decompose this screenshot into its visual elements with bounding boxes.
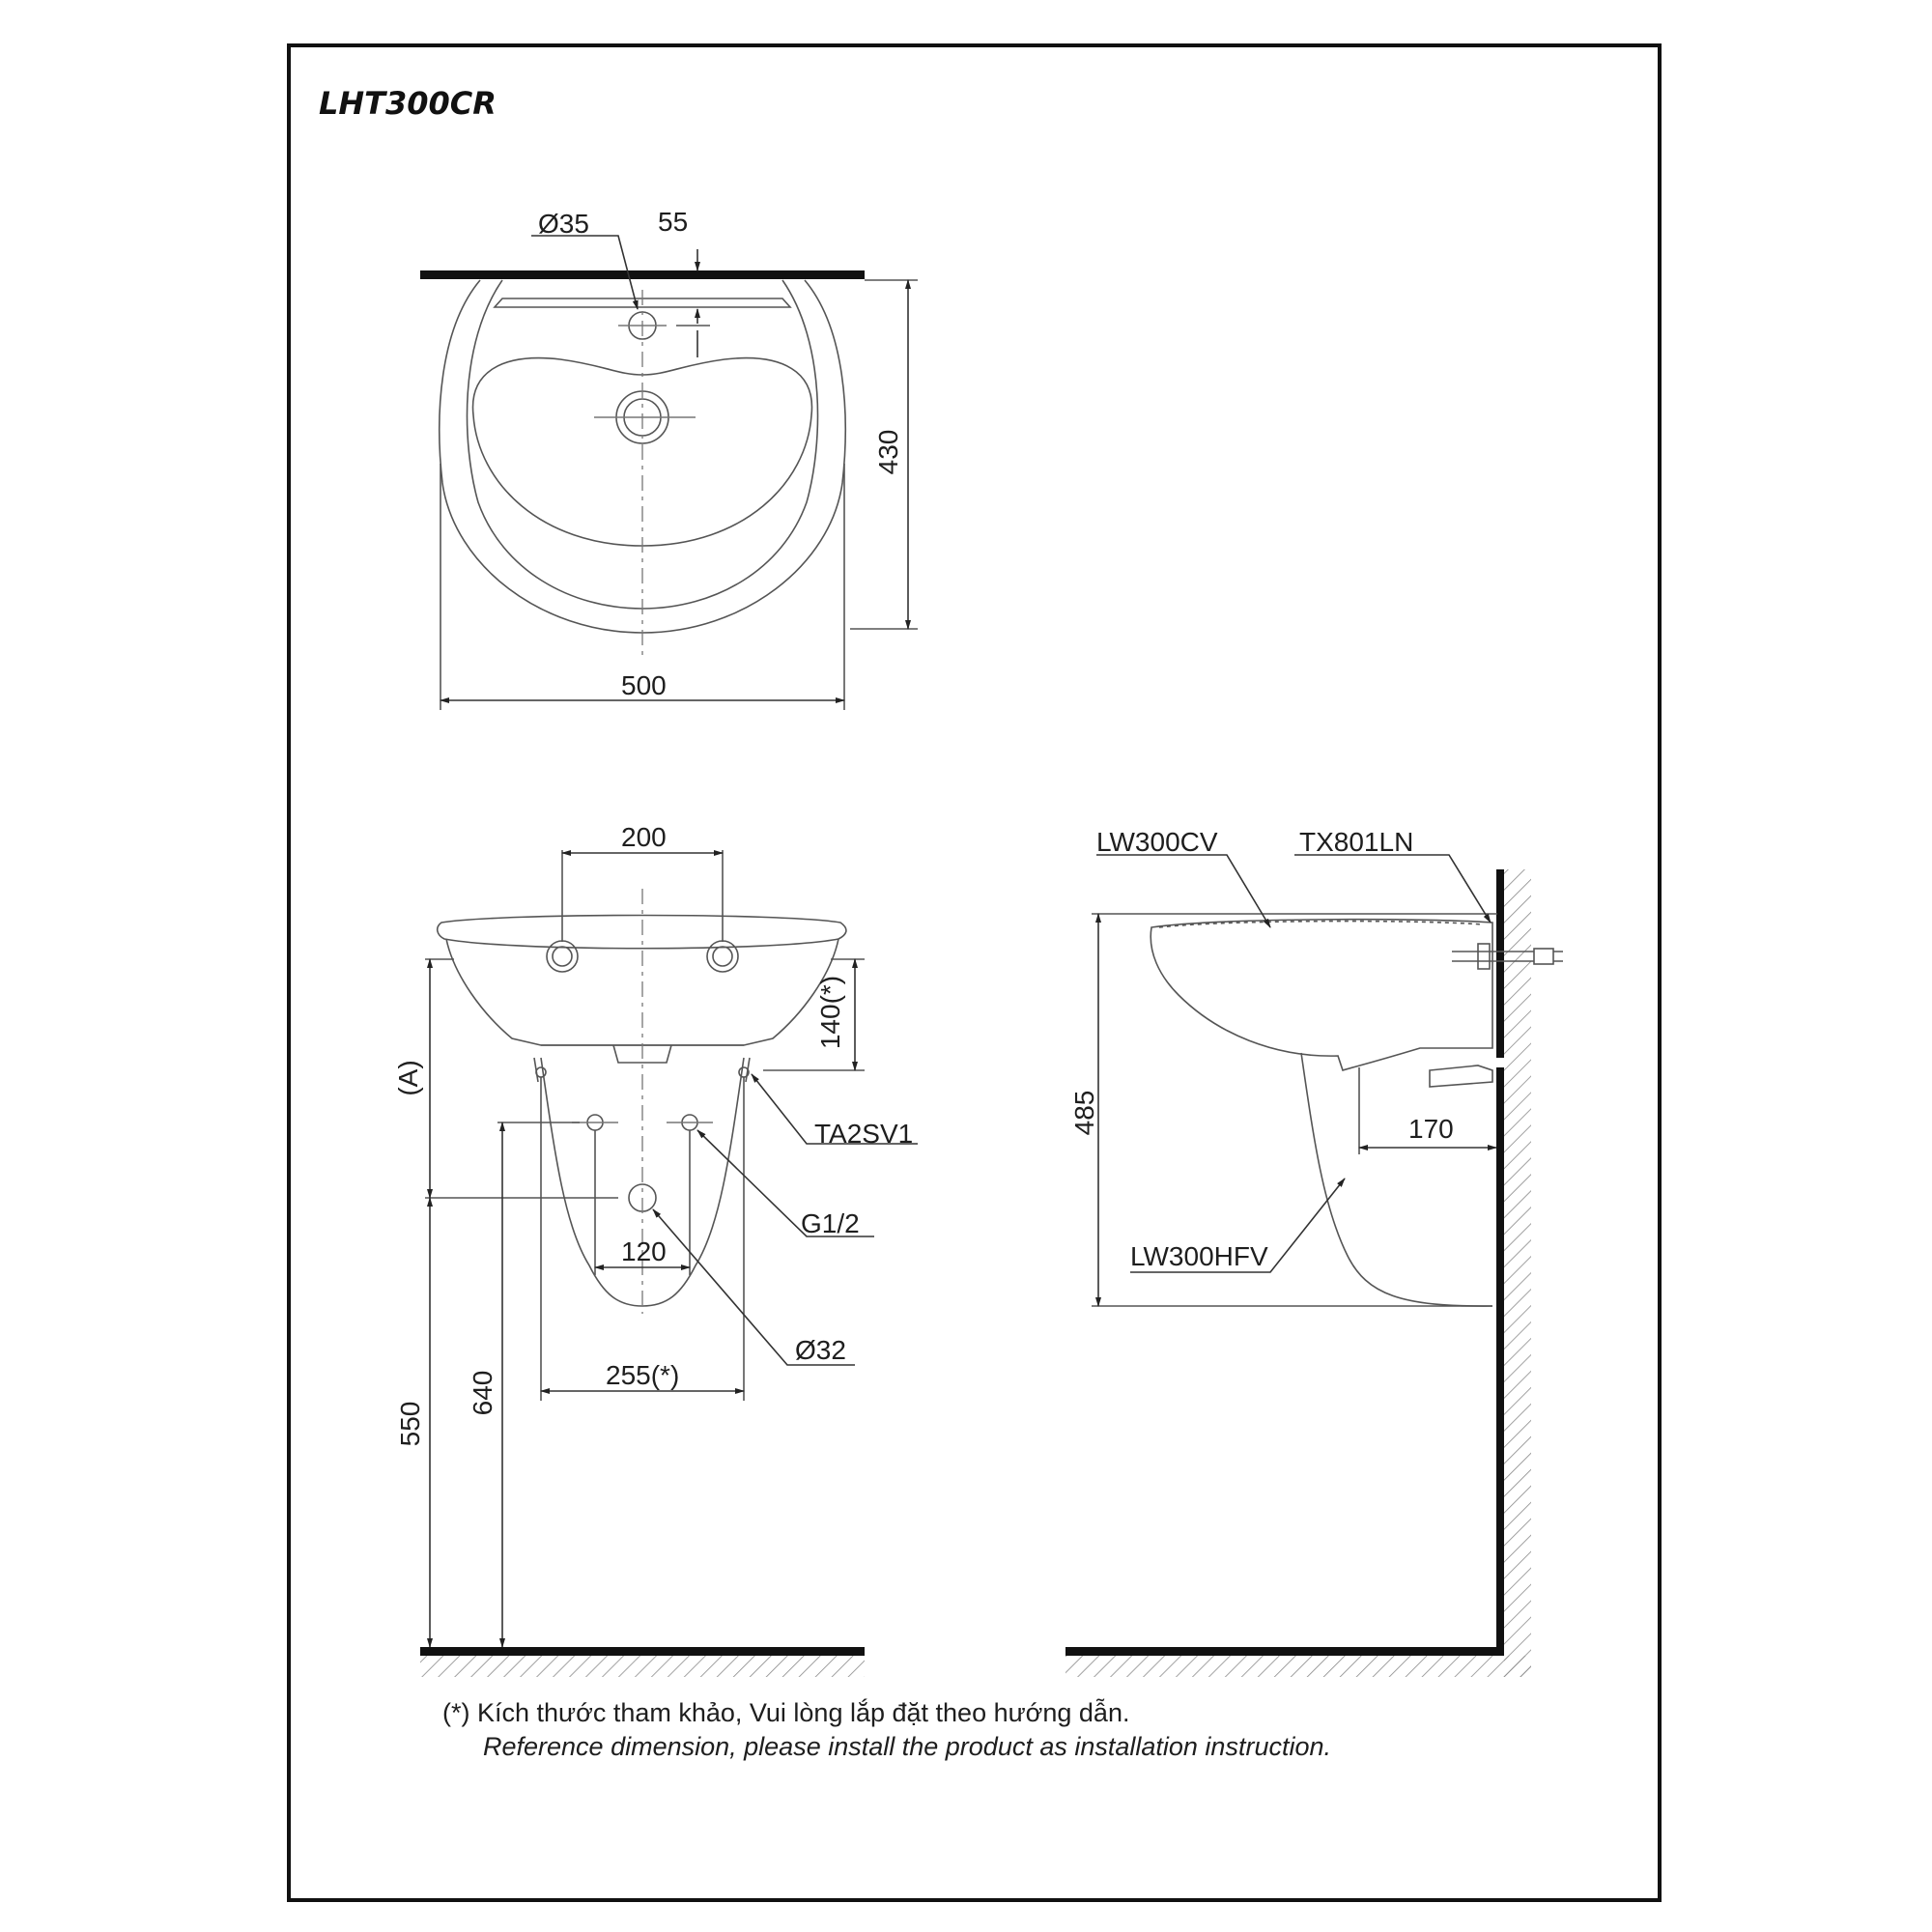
rim-height-label: 550 xyxy=(395,1401,425,1447)
model-title: LHT300CR xyxy=(319,85,497,122)
side-basin xyxy=(1150,918,1493,1071)
side-view xyxy=(1065,854,1563,1677)
drain-height-label: 640 xyxy=(468,1370,497,1416)
basin-depth-label: 430 xyxy=(873,429,903,475)
pedestal-width-label: 255(*) xyxy=(606,1360,680,1390)
tap-hole-diameter-label: Ø35 xyxy=(538,209,589,239)
supply-thread-label: G1/2 xyxy=(801,1208,860,1238)
front-hole-left xyxy=(546,940,579,973)
overflow-height-label: 140(*) xyxy=(815,975,845,1050)
fitting-model-label: TX801LN xyxy=(1299,827,1414,857)
top-view xyxy=(420,235,918,710)
wall-line-side xyxy=(1496,869,1504,1656)
floor-line-side xyxy=(1065,1647,1502,1656)
floor-line-front xyxy=(420,1647,865,1656)
tap-hole-offset-label: 55 xyxy=(658,207,689,237)
pedestal-model-label: LW300HFV xyxy=(1130,1241,1268,1271)
bowl-outline xyxy=(471,356,813,547)
front-basin-rim xyxy=(436,914,847,950)
front-hole-right xyxy=(706,940,739,973)
hole-spacing-label: 200 xyxy=(621,822,667,852)
basin-model-label: LW300CV xyxy=(1096,827,1218,857)
side-pedestal xyxy=(1300,1052,1493,1307)
wall-offset-label: 170 xyxy=(1408,1114,1454,1144)
mount-height-label: (A) xyxy=(393,1060,423,1096)
note-vietnamese: (*) Kích thước tham khảo, Vui lòng lắp đ… xyxy=(442,1698,1130,1727)
wall-line-top xyxy=(420,270,865,279)
bolt-model-label: TA2SV1 xyxy=(814,1119,914,1149)
drain-diameter-label: Ø32 xyxy=(795,1335,846,1365)
total-height-label: 485 xyxy=(1069,1090,1099,1136)
drawing-frame xyxy=(287,43,1662,1902)
note-english: Reference dimension, please install the … xyxy=(483,1732,1331,1761)
front-view xyxy=(420,850,918,1677)
supply-spacing-label: 120 xyxy=(621,1236,667,1266)
basin-width-label: 500 xyxy=(621,670,667,700)
